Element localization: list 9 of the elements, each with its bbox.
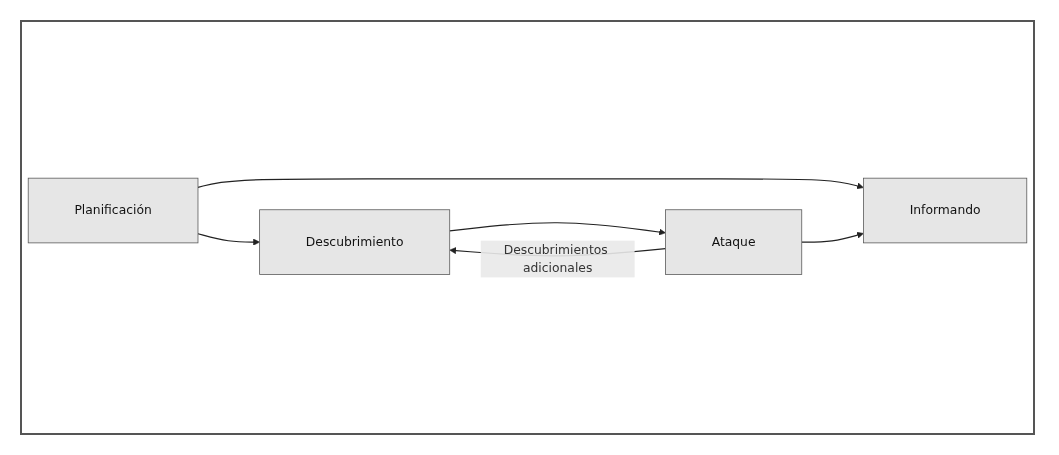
arrow <box>197 232 260 246</box>
arrow <box>801 231 864 243</box>
node-box: Descubrimiento <box>259 209 451 275</box>
node-box: Planificación <box>27 177 199 243</box>
arrow <box>197 178 864 189</box>
node-box: Informando <box>863 177 1028 243</box>
edge-label: Descubrimientos adicionales <box>503 241 608 275</box>
arrow <box>449 221 666 236</box>
node-box: Ataque <box>665 209 803 275</box>
